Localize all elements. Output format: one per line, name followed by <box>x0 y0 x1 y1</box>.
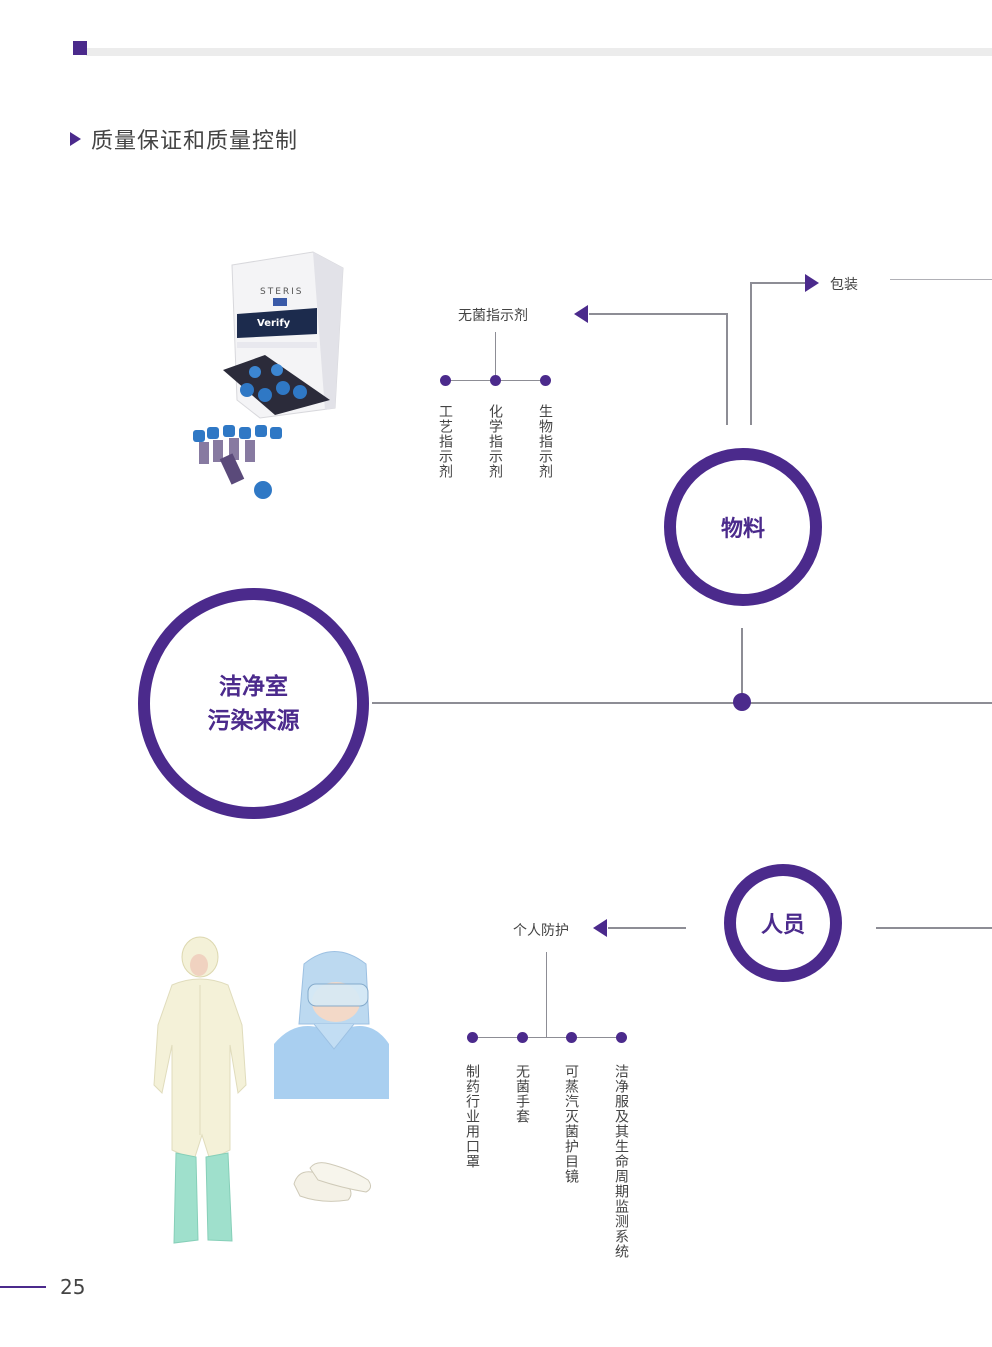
section-title: 质量保证和质量控制 <box>91 129 299 154</box>
protection-item: 洁净服及其生命周期监测系统 <box>613 1064 629 1259</box>
personnel-label: 人员 <box>760 913 805 938</box>
packaging-label: 包装 <box>830 277 858 293</box>
tree-dot <box>517 1032 528 1043</box>
connector-line <box>608 927 686 929</box>
center-label-line2: 污染来源 <box>207 707 300 734</box>
connector-line <box>876 927 992 929</box>
material-node: 物料 <box>664 448 822 606</box>
indicator-item: 生物指示剂 <box>537 404 553 479</box>
personnel-node: 人员 <box>724 864 842 982</box>
material-label: 物料 <box>720 517 765 542</box>
connector-line <box>495 332 496 380</box>
tree-dot <box>566 1032 577 1043</box>
indicators-title: 无菌指示剂 <box>458 308 528 324</box>
indicator-product-image: STERIS Verify <box>193 251 344 499</box>
cleanroom-node: 洁净室 污染来源 <box>138 588 369 819</box>
tree-dot <box>490 375 501 386</box>
connector-line <box>589 313 728 315</box>
connector-line <box>741 628 743 702</box>
indicator-item: 工艺指示剂 <box>437 404 453 479</box>
section-heading: 质量保证和质量控制 <box>70 123 298 155</box>
connector-line <box>473 1037 621 1038</box>
cleanroom-suit-image <box>153 936 247 1244</box>
arrow-left-icon <box>593 919 607 937</box>
connector-line <box>726 313 728 425</box>
page-number: 25 <box>60 1275 86 1299</box>
connector-line <box>750 282 752 425</box>
connector-line <box>750 282 806 284</box>
header-rule <box>86 48 992 56</box>
tree-dot <box>540 375 551 386</box>
connector-line <box>546 952 547 1037</box>
brand-text: STERIS <box>260 287 304 297</box>
protection-item: 可蒸汽灭菌护目镜 <box>563 1064 579 1184</box>
center-label-line1: 洁净室 <box>219 673 288 700</box>
header-square <box>73 41 87 55</box>
protective-hood-image <box>274 944 389 1099</box>
tree-dot <box>616 1032 627 1043</box>
main-connector-line <box>372 702 992 704</box>
arrow-right-icon <box>805 274 819 292</box>
protection-item: 制药行业用口罩 <box>464 1064 480 1169</box>
arrow-left-icon <box>574 305 588 323</box>
indicator-item: 化学指示剂 <box>487 404 503 479</box>
connector-line <box>890 279 992 280</box>
page-rule <box>0 1286 46 1288</box>
tree-dot <box>467 1032 478 1043</box>
product-text: Verify <box>257 318 291 329</box>
tree-dot <box>440 375 451 386</box>
cleanroom-shoes-image <box>293 1162 372 1202</box>
triangle-bullet-icon <box>70 132 81 146</box>
protection-title: 个人防护 <box>513 923 569 939</box>
junction-dot <box>733 693 751 711</box>
protection-item: 无菌手套 <box>514 1064 530 1124</box>
